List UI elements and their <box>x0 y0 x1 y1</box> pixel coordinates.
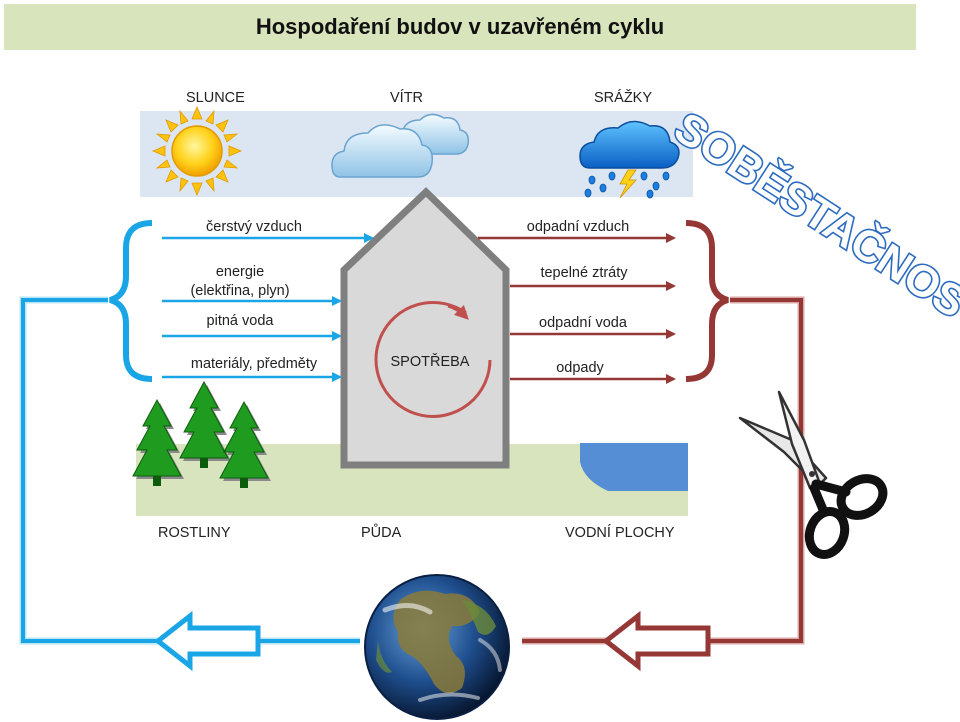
output-bracket <box>685 220 729 382</box>
label-water-bodies: VODNÍ PLOCHY <box>565 525 675 541</box>
label-materials: materiály, předměty <box>190 356 318 372</box>
label-sun: SLUNCE <box>186 90 245 106</box>
earth-globe-icon <box>364 574 510 720</box>
sun-icon <box>151 105 243 197</box>
label-fresh-air: čerstvý vzduch <box>206 219 302 235</box>
loop-arrow-blue-icon <box>153 610 261 672</box>
diagram-title-bar: Hospodaření budov v uzavřeném cyklu <box>4 4 916 50</box>
label-waste: odpady <box>556 360 604 376</box>
label-soil: PŮDA <box>361 525 402 541</box>
label-waste-water: odpadní voda <box>539 315 627 331</box>
label-plants: ROSTLINY <box>158 525 231 541</box>
diagram-title: Hospodaření budov v uzavřeném cyklu <box>255 14 665 39</box>
label-heat-loss: tepelné ztráty <box>540 265 628 281</box>
label-rain: SRÁŽKY <box>594 90 653 106</box>
label-energy: energie <box>215 264 265 280</box>
cloud-icon <box>331 113 470 178</box>
svg-text:SOBĚSTAČNOST: SOBĚSTAČNOST <box>666 101 960 342</box>
loop-arrow-red-icon <box>601 610 711 672</box>
label-wind: VÍTR <box>390 90 424 106</box>
label-drinking-water: pitná voda <box>206 313 274 329</box>
label-consumption: SPOTŘEBA <box>390 354 470 370</box>
label-energy-detail: (elektřina, plyn) <box>190 283 290 299</box>
house-shape <box>340 187 510 469</box>
input-arrows <box>162 233 374 382</box>
tree-icon <box>132 380 271 488</box>
self-sufficiency-stamp: SOBĚSTAČNOST <box>664 100 960 344</box>
consumption-cycle-arrow <box>374 301 492 418</box>
input-bracket <box>109 220 153 382</box>
output-arrows <box>478 233 676 384</box>
rain-cloud-icon <box>579 120 680 199</box>
label-waste-air: odpadní vzduch <box>526 219 630 235</box>
water-body <box>580 443 688 491</box>
scissors-icon <box>738 390 888 559</box>
